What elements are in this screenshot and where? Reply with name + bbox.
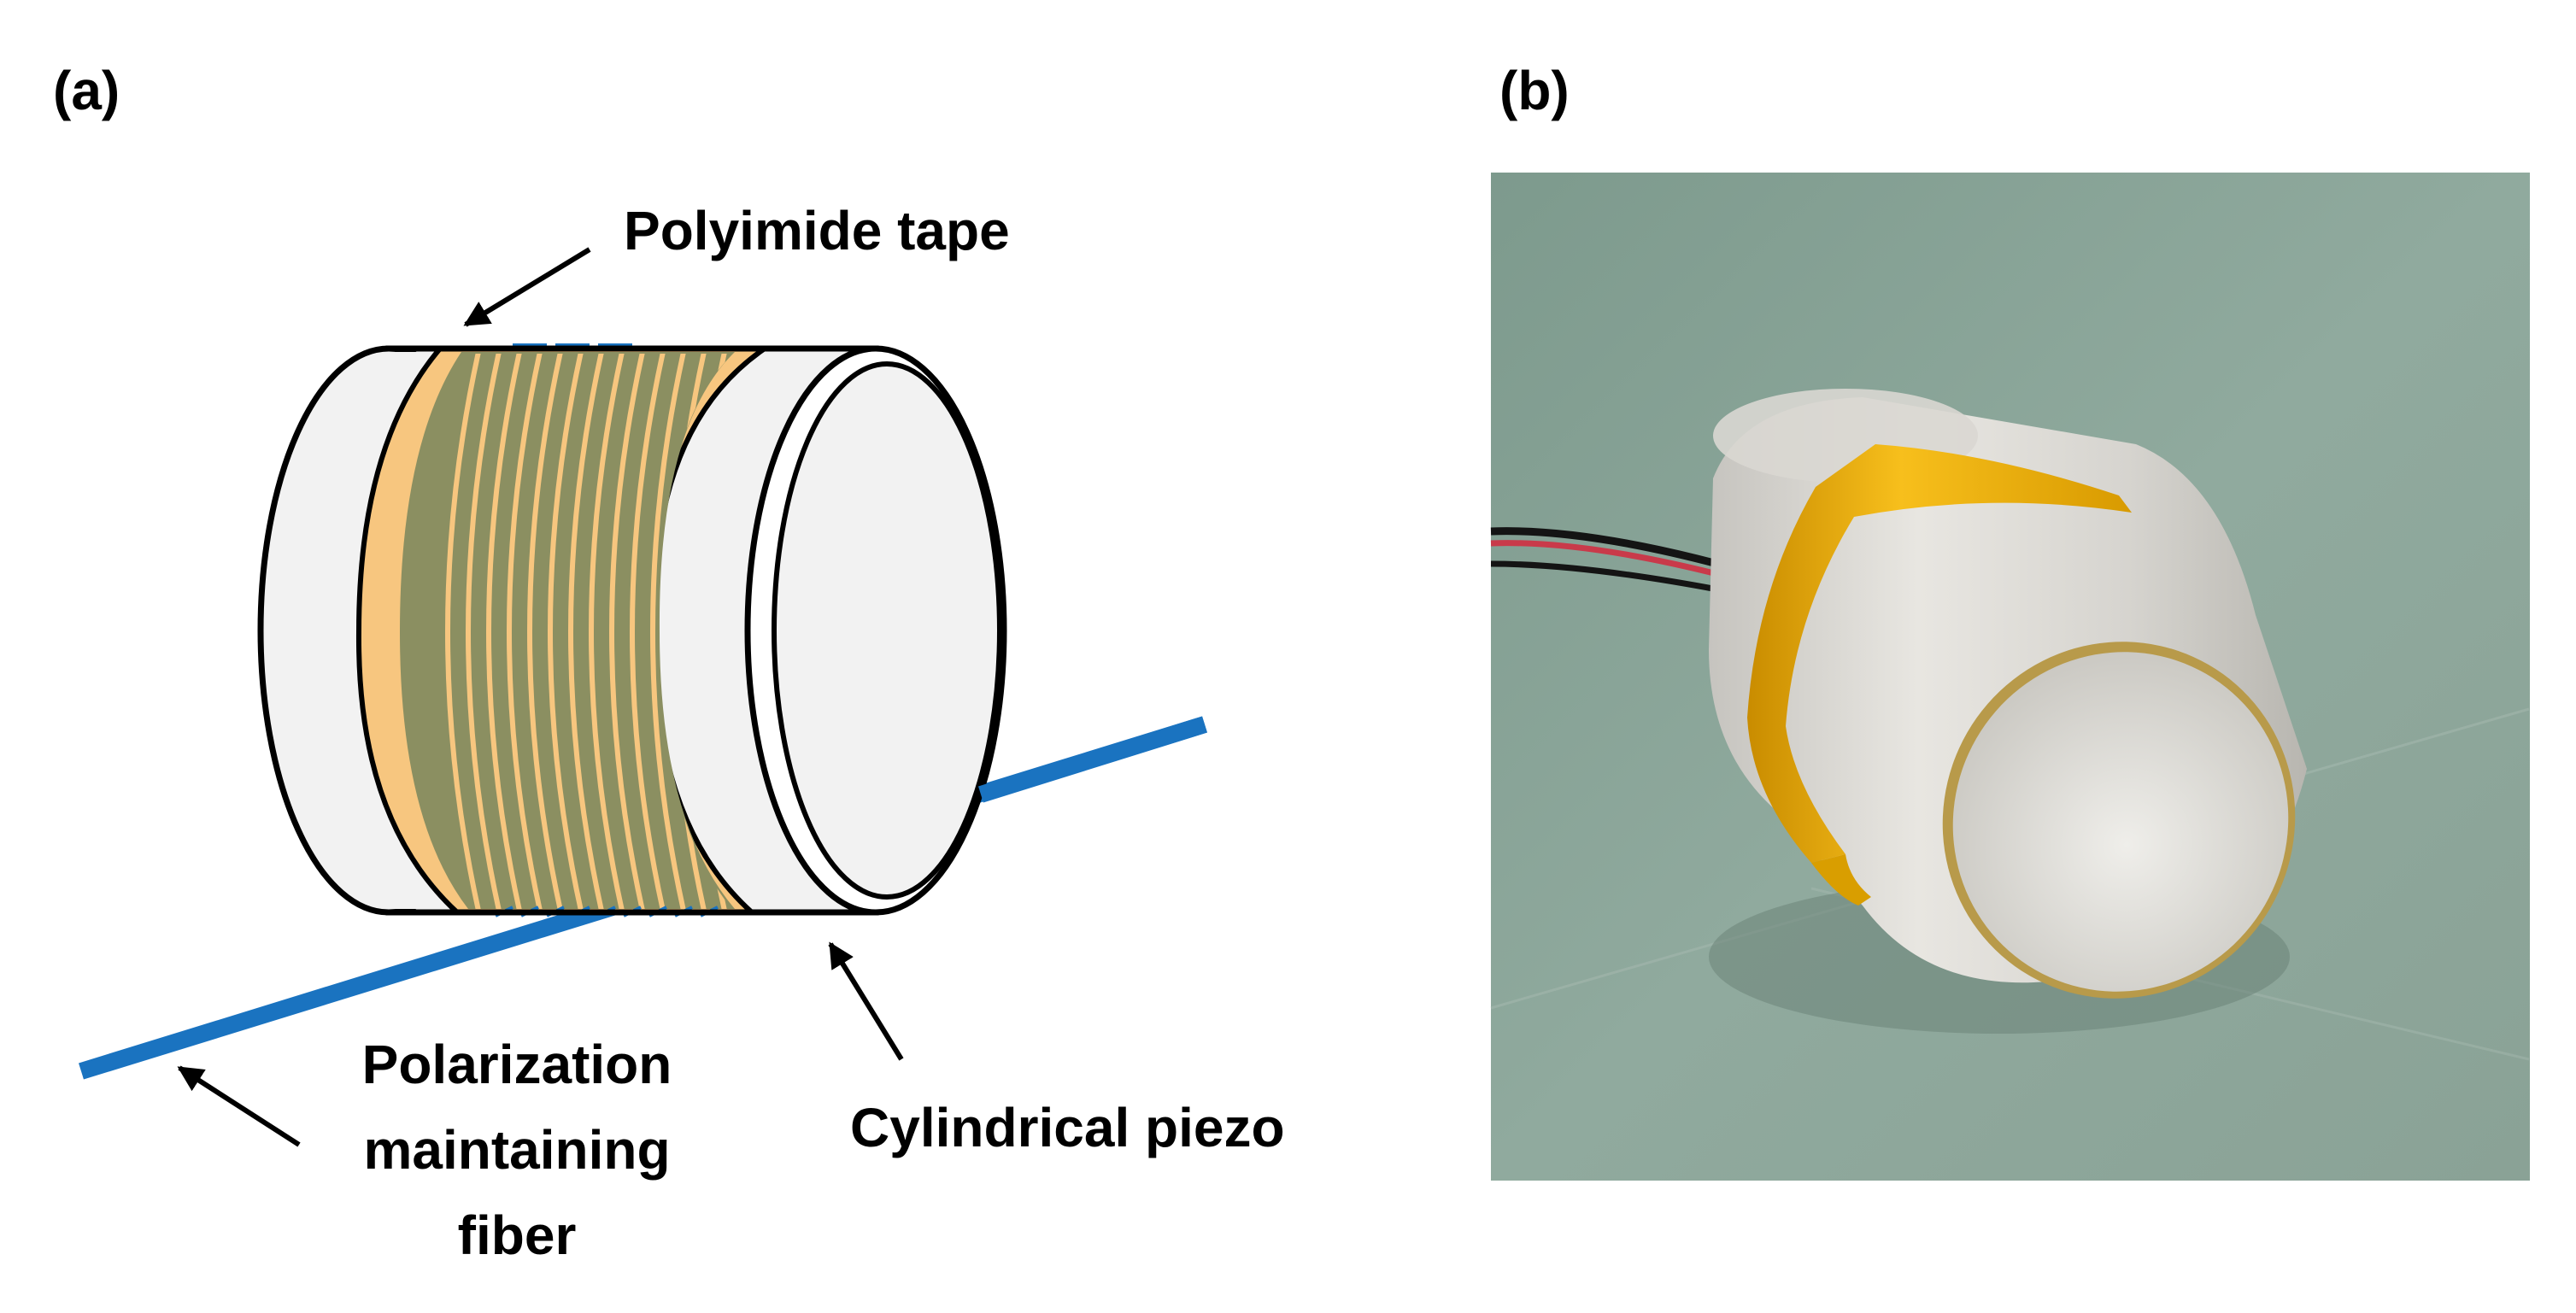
photo-cylindrical-piezo — [1490, 173, 2530, 1181]
label-polyimide-tape: Polyimide tape — [624, 200, 1010, 261]
panel-label-b: (b) — [1499, 60, 1570, 121]
arrow-icon — [463, 247, 591, 327]
panel-a: (a) — [53, 60, 1285, 1266]
piezo-front-opening — [772, 361, 1002, 900]
arrow-icon — [828, 941, 904, 1061]
photo-wire-red — [1490, 540, 1718, 577]
photo-wire-black — [1490, 527, 1719, 568]
panel-label-a: (a) — [53, 60, 120, 121]
photo-cylinder-opening — [1952, 652, 2289, 992]
label-fiber-line2: maintaining — [363, 1119, 670, 1181]
label-fiber-line3: fiber — [458, 1205, 577, 1266]
label-cylindrical-piezo: Cylindrical piezo — [850, 1097, 1285, 1158]
fiber-exit-segment — [978, 716, 1207, 803]
fiber-coil-region — [400, 352, 735, 909]
panel-b: (b) — [1490, 60, 2530, 1181]
cylindrical-piezo-schematic — [257, 343, 1007, 917]
label-fiber-line1: Polarization — [362, 1034, 672, 1095]
photo-polyimide-tape — [1747, 444, 2132, 863]
arrow-icon — [177, 1065, 301, 1147]
